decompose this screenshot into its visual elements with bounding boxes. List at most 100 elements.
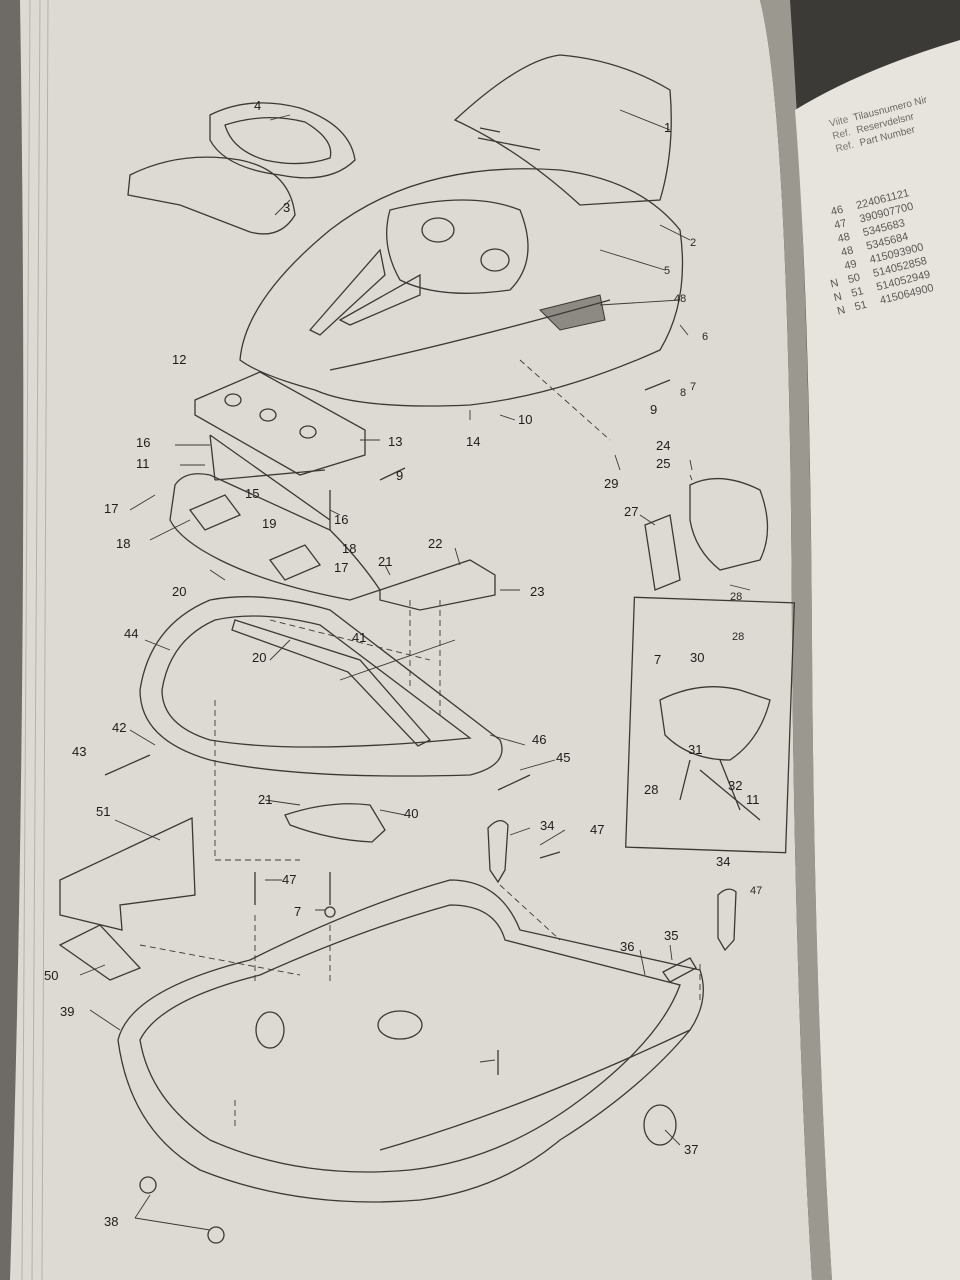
rivet-47	[254, 851, 561, 1075]
callout-38: 38	[104, 1214, 118, 1229]
callout-4: 4	[254, 98, 261, 113]
callout-47b: 47	[282, 872, 296, 887]
callout-46: 46	[532, 732, 546, 747]
callout-21a: 21	[378, 554, 392, 569]
pad-part	[209, 102, 356, 179]
bumper-frame	[169, 473, 382, 601]
callout-1: 1	[664, 120, 671, 135]
callout-22: 22	[428, 536, 442, 551]
header-cut-off: Nir	[913, 94, 929, 109]
callout-44: 44	[124, 626, 138, 641]
bolt-43	[104, 754, 151, 776]
callout-51: 51	[96, 804, 110, 819]
callout-34a: 34	[540, 818, 554, 833]
bumper-plate-18b	[268, 544, 322, 581]
callout-7a: 7	[690, 381, 696, 393]
left-page	[10, 0, 812, 1280]
callout-43: 43	[72, 744, 86, 759]
callout-7b: 7	[294, 904, 301, 919]
callout-18a: 18	[116, 536, 130, 551]
bracket-40	[284, 803, 386, 843]
callout-21b: 21	[258, 792, 272, 807]
callout-28b: 28	[644, 782, 658, 797]
cap-37	[643, 1104, 677, 1146]
callout-3: 3	[283, 200, 290, 215]
callout-9b: 9	[396, 468, 403, 483]
bracket-13-holes	[224, 393, 317, 439]
callout-15: 15	[245, 486, 259, 501]
callout-24: 24	[656, 438, 670, 453]
belly-pan	[117, 879, 704, 1203]
callout-17a: 17	[104, 501, 118, 516]
dashed-lines	[139, 359, 701, 1130]
callout-45: 45	[556, 750, 570, 765]
callout-11b: 11	[746, 792, 760, 807]
callout-11a: 11	[136, 456, 150, 471]
callout-42: 42	[112, 720, 126, 735]
bolt-9	[379, 379, 671, 481]
hood-gauge-1	[421, 217, 455, 243]
detail-inset-part	[659, 686, 771, 761]
new-mark: N	[835, 304, 847, 318]
callout-17b: 17	[334, 560, 348, 575]
callout-14: 14	[466, 434, 480, 449]
belly-pan-inner	[139, 904, 681, 1173]
bumper-plate-18a	[188, 494, 242, 531]
bolt-45	[497, 774, 531, 791]
callout-16b: 16	[334, 512, 348, 527]
callout-37: 37	[684, 1142, 698, 1157]
callout-41: 41	[352, 630, 366, 645]
hood-gauge-2	[480, 248, 510, 272]
hood-part	[239, 168, 684, 407]
foot-38b	[207, 1226, 225, 1244]
foot-38a	[139, 1176, 157, 1194]
bumper-44-inner	[161, 615, 472, 748]
callout-29: 29	[604, 476, 618, 491]
callout-28c: 28	[732, 631, 744, 643]
callout-30: 30	[690, 650, 704, 665]
callout-40: 40	[404, 806, 418, 821]
hood-stripe	[329, 299, 611, 371]
detail-inset-legs	[679, 759, 761, 821]
callout-47c: 47	[750, 885, 762, 897]
bracket-13	[194, 371, 366, 476]
callout-31: 31	[688, 742, 702, 757]
hood-grille	[539, 294, 606, 331]
callout-13: 13	[388, 434, 402, 449]
exploded-diagram	[58, 54, 795, 1244]
page-stack-lines	[21, 0, 49, 1280]
callout-5: 5	[664, 265, 670, 277]
washer-7	[324, 906, 336, 918]
callout-20b: 20	[252, 650, 266, 665]
bar-41	[231, 619, 432, 747]
callout-47a: 47	[590, 822, 604, 837]
callout-36: 36	[620, 939, 634, 954]
callout-35: 35	[664, 928, 678, 943]
belly-pan-port	[255, 1011, 285, 1049]
callout-28a: 28	[730, 591, 742, 603]
callout-34b: 34	[716, 854, 730, 869]
callout-50: 50	[44, 968, 58, 983]
callout-48: 48	[674, 293, 686, 305]
bumper-44	[139, 596, 503, 777]
windshield-decal	[477, 127, 541, 151]
hood-dash	[386, 199, 529, 294]
bracket-23	[379, 559, 496, 611]
callout-7c: 7	[654, 652, 661, 667]
callout-labels: 1 2 3 4 5 6 7 8 9 10 12 13 14 16 11 9 15…	[44, 98, 762, 1229]
page-gutter-shadow	[740, 0, 832, 1280]
callout-19: 19	[262, 516, 276, 531]
bracket-34a	[487, 820, 509, 884]
callout-39: 39	[60, 1004, 74, 1019]
callout-25: 25	[656, 456, 670, 471]
callout-32: 32	[728, 778, 742, 793]
leader-lines	[79, 109, 751, 1231]
belly-pan-hole	[377, 1010, 423, 1040]
callout-18b: 18	[342, 541, 356, 556]
bracket-27	[644, 514, 681, 591]
belly-pan-rim	[379, 1029, 691, 1151]
detail-inset-box	[625, 596, 795, 854]
panel-50	[58, 924, 142, 981]
hood-vent-left	[308, 248, 421, 336]
